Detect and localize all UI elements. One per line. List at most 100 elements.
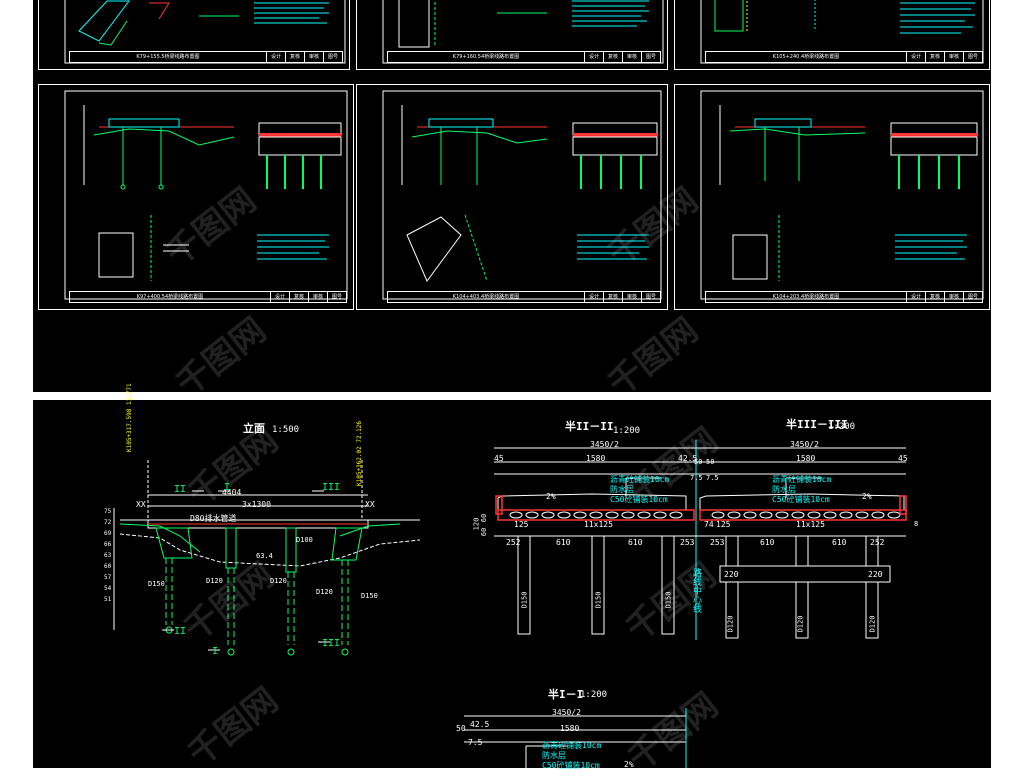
elev-tick: 51: [104, 596, 112, 603]
drain-pipe-label: D80排水管道: [190, 514, 237, 523]
elevation-title: 立面: [243, 422, 265, 435]
sheet-3-title: K105+240.4桥梁线路布置图: [772, 54, 840, 60]
elev-tick: 54: [104, 585, 112, 592]
sec2-height-60a: 60: [480, 513, 489, 523]
drawing-sheet-1[interactable]: K79+155.5桥梁线路布置图设计复核审核图号: [38, 0, 350, 70]
sec2-dim-7-5b: 7.5: [706, 474, 719, 482]
elev-tick: 57: [104, 574, 112, 581]
title-col: 图号: [962, 292, 982, 302]
sec2-bottom-253: 253: [680, 538, 695, 547]
pile-label-4: D120: [316, 588, 333, 596]
stake-label-left: K105+317.598 11.771: [126, 383, 133, 452]
section-bubble-ii: II: [174, 626, 187, 637]
sec2-dim-7-5a: 7.5: [690, 474, 703, 482]
title-col: 图号: [322, 52, 342, 62]
sec2-pile-1: D150: [520, 591, 529, 609]
sec2-total: 3450/2: [590, 440, 619, 449]
title-col: 复核: [924, 52, 944, 62]
sec2-note-waterproof: 防水层: [610, 485, 634, 494]
sec2-bottom-252: 252: [506, 538, 521, 547]
pile-label-5: D150: [361, 592, 378, 600]
sec3-slope: 2%: [862, 492, 872, 501]
sheet-2-drawing: [382, 0, 664, 64]
section-bubble-iii: III: [322, 638, 341, 649]
title-col: 设计: [583, 292, 603, 302]
sec2-height-60b: 60: [480, 527, 489, 537]
sheet-3-drawing: [700, 0, 984, 64]
sec2-height-120: 120: [472, 517, 481, 531]
sec2-cells: 11x125: [584, 520, 613, 529]
cap-elevation: 63.4: [256, 552, 273, 560]
title-col: 设计: [905, 292, 925, 302]
sec2-bottom-125: 125: [514, 520, 529, 529]
drawing-sheet-2[interactable]: K79+160.54桥梁线路布置图设计复核审核图号: [356, 0, 668, 70]
sheet-3-title-block: K105+240.4桥梁线路布置图设计复核审核图号: [705, 51, 983, 63]
sec2-note-concrete: C50砼铺装10cm: [610, 495, 668, 504]
sec3-dim-1580: 1580: [796, 454, 816, 463]
section-mark-ii: II: [174, 484, 187, 495]
beam-label: D100: [296, 536, 313, 544]
sec2-dim-50a: 50: [694, 458, 703, 466]
sheet-6-drawing: [700, 90, 984, 300]
title-col: 复核: [602, 292, 622, 302]
sec2-dim-42-5: 42.5: [678, 454, 698, 463]
sec2-dim-1580: 1580: [586, 454, 606, 463]
title-col: 复核: [288, 292, 308, 302]
sheet-4-drawing: [64, 90, 348, 300]
sheet-1-drawing: [64, 0, 346, 64]
title-col: 复核: [284, 52, 304, 62]
elev-tick: 60: [104, 563, 112, 570]
sec3-pile-3: D120: [868, 615, 877, 633]
sec2-pile-2: D150: [594, 591, 603, 609]
sheet-1-title-block: K79+155.5桥梁线路布置图设计复核审核图号: [69, 51, 343, 63]
sec1-note-waterproof: 防水层: [542, 751, 566, 760]
sec3-bottom-610a: 610: [760, 538, 775, 547]
sheet-5-drawing: [382, 90, 662, 300]
sheet-5-title-block: K104+403.4桥梁线路布置图设计复核审核图号: [387, 291, 661, 303]
pile-label-1: D150: [148, 580, 165, 588]
sec3-bottom-610b: 610: [832, 538, 847, 547]
section-i-scale: 1:200: [580, 690, 608, 700]
drawing-sheet-5[interactable]: K104+403.4桥梁线路布置图设计复核审核图号: [356, 84, 668, 310]
title-col: 审核: [943, 292, 963, 302]
sec3-pile-2: D120: [796, 615, 805, 633]
cross-section-drawing: [494, 440, 907, 640]
elevation-drawing: [113, 460, 421, 656]
sec3-bottom-252: 252: [870, 538, 885, 547]
sec1-dim-50: 50: [456, 724, 466, 733]
section-bubble-i: I: [212, 646, 219, 657]
sec3-dim-45: 45: [898, 454, 908, 463]
sec3-total: 3450/2: [790, 440, 819, 449]
sec1-note-asphalt: 沥青砼铺装10cm: [542, 741, 602, 750]
sec2-note-asphalt: 沥青砼铺装10cm: [610, 475, 670, 484]
drawing-sheet-3[interactable]: K105+240.4桥梁线路布置图设计复核审核图号: [674, 0, 990, 70]
section-ii-scale: 1:200: [613, 426, 641, 436]
title-col: 设计: [905, 52, 925, 62]
pile-label-2: D120: [206, 577, 223, 585]
sheet-2-title: K79+160.54桥梁线路布置图: [452, 54, 520, 60]
section-ii-title: 半II－II: [565, 420, 614, 433]
elevation-total-length: 4404: [222, 488, 242, 497]
sheet-4-title: K97+400.54桥梁线路布置图: [136, 294, 204, 300]
title-col: 设计: [583, 52, 603, 62]
section-iii-scale: 1:200: [828, 422, 856, 432]
sheet-6-title: K104+203.4桥梁线路布置图: [772, 294, 840, 300]
elev-tick: 69: [104, 530, 112, 537]
drawing-sheet-6[interactable]: K104+203.4桥梁线路布置图设计复核审核图号: [674, 84, 990, 310]
sheet-6-title-block: K104+203.4桥梁线路布置图设计复核审核图号: [705, 291, 983, 303]
sec3-cap-220b: 220: [868, 570, 883, 579]
elevation-scale: 1:500: [272, 425, 300, 435]
sheet-4-title-block: K97+400.54桥梁线路布置图设计复核审核图号: [69, 291, 347, 303]
title-col: 图号: [640, 292, 660, 302]
title-col: 复核: [602, 52, 622, 62]
drawing-sheet-4[interactable]: K97+400.54桥梁线路布置图设计复核审核图号: [38, 84, 354, 310]
section-mark-i: I: [224, 482, 231, 493]
sec3-bottom-74: 74: [704, 520, 714, 529]
sec3-pile-1: D120: [726, 615, 735, 633]
title-col: 审核: [303, 52, 323, 62]
title-col: 图号: [962, 52, 982, 62]
section-i-drawing: [464, 708, 687, 768]
sec1-note-concrete: C50砼铺装10cm: [542, 761, 600, 770]
centerline-label: 路线中心线: [691, 568, 701, 613]
sec3-cap-220a: 220: [724, 570, 739, 579]
